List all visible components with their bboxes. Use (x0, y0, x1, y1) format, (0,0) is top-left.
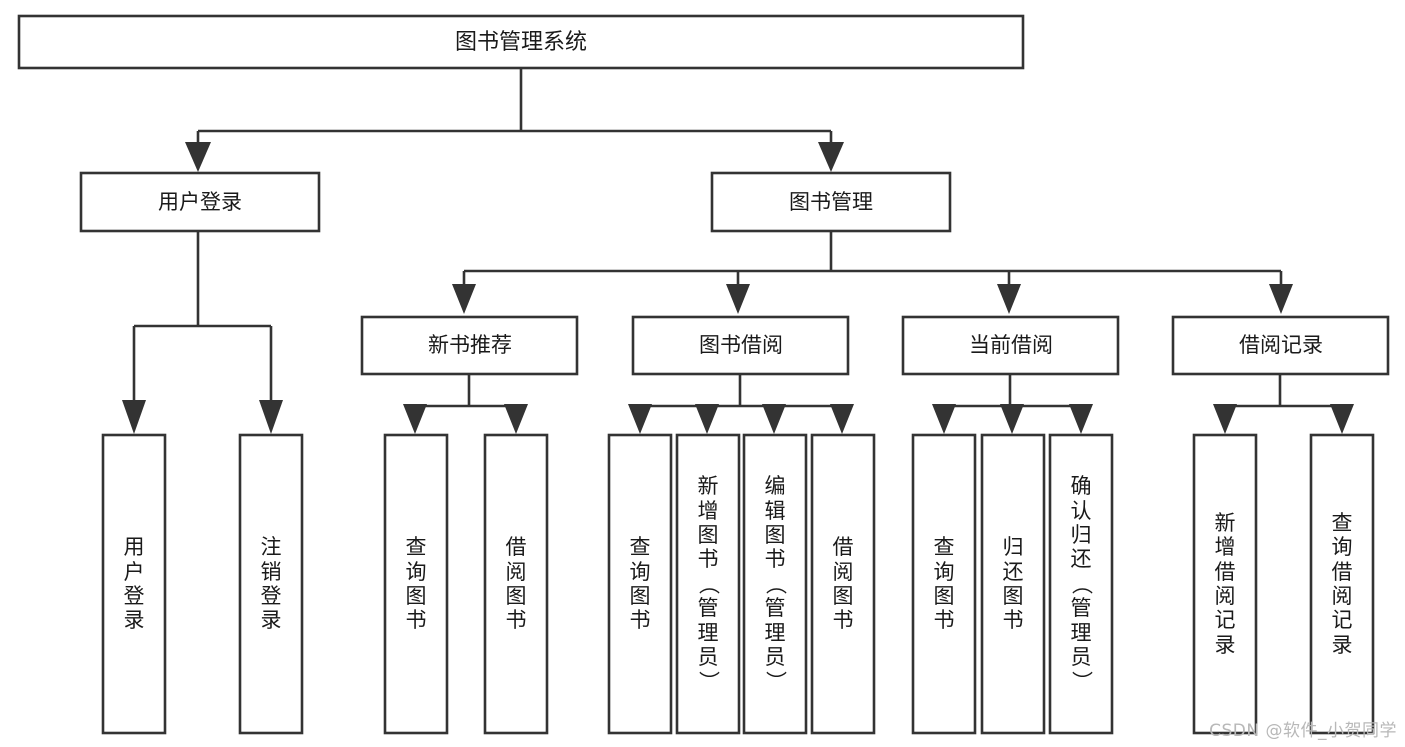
arrowhead-leaf-add-record (1213, 404, 1237, 434)
arrowhead-current-borrow (997, 284, 1021, 314)
arrowhead-leaf-logout (259, 400, 283, 434)
node-new-book-recommend-label: 新书推荐 (428, 333, 512, 357)
arrowhead-leaf-query-book-2 (628, 404, 652, 434)
arrowhead-leaf-query-book-1 (403, 404, 427, 434)
arrowhead-new-book-recommend (452, 284, 476, 314)
node-borrow-record[interactable]: 借阅记录 (1171, 315, 1390, 376)
node-leaf-confirm-return-box[interactable] (1048, 433, 1114, 735)
watermark-text: CSDN @软件_小贺同学 (1209, 721, 1397, 741)
arrowhead-leaf-edit-book (762, 404, 786, 434)
node-borrow-record-box[interactable] (1171, 315, 1390, 376)
node-book-borrow-label: 图书借阅 (699, 333, 783, 357)
node-root-label: 图书管理系统 (455, 30, 587, 55)
node-leaf-add-book-box[interactable] (675, 433, 741, 735)
node-leaf-user-login-box[interactable] (101, 433, 167, 735)
node-book-manage-box[interactable] (710, 171, 952, 233)
node-leaf-query-record-box[interactable] (1309, 433, 1375, 735)
arrowhead-book-borrow (726, 284, 750, 314)
node-book-manage-label: 图书管理 (789, 190, 873, 214)
arrowhead-user-login (185, 142, 211, 172)
node-leaf-query-book-1-box[interactable] (383, 433, 449, 735)
node-leaf-edit-book-box[interactable] (742, 433, 808, 735)
node-leaf-borrow-book-1-box[interactable] (483, 433, 549, 735)
arrowhead-leaf-confirm-return (1069, 404, 1093, 434)
arrowhead-leaf-query-book-3 (932, 404, 956, 434)
node-leaf-query-book-3-box[interactable] (911, 433, 977, 735)
arrowhead-leaf-user-login (122, 400, 146, 434)
connector-layer (122, 68, 1354, 434)
arrowhead-leaf-return-book (1000, 404, 1024, 434)
node-borrow-record-label: 借阅记录 (1239, 333, 1323, 357)
node-current-borrow-label: 当前借阅 (969, 333, 1053, 357)
arrowhead-leaf-borrow-book-1 (504, 404, 528, 434)
arrowhead-book-manage (818, 142, 844, 172)
node-leaf-query-book-2-box[interactable] (607, 433, 673, 735)
node-book-borrow-box[interactable] (631, 315, 850, 376)
arrowhead-leaf-query-record (1330, 404, 1354, 434)
node-current-borrow[interactable]: 当前借阅 (901, 315, 1120, 376)
node-user-login-label: 用户登录 (158, 190, 242, 214)
node-user-login-box[interactable] (79, 171, 321, 233)
node-root-box[interactable] (17, 14, 1025, 70)
node-book-borrow[interactable]: 图书借阅 (631, 315, 850, 376)
node-leaf-add-record-box[interactable] (1192, 433, 1258, 735)
node-leaf-return-book-box[interactable] (980, 433, 1046, 735)
arrowhead-leaf-add-book (695, 404, 719, 434)
node-book-manage[interactable]: 图书管理 (710, 171, 952, 233)
node-new-book-recommend-box[interactable] (360, 315, 579, 376)
node-leaf-logout-box[interactable] (238, 433, 304, 735)
node-new-book-recommend[interactable]: 新书推荐 (360, 315, 579, 376)
node-root[interactable]: 图书管理系统 (17, 14, 1025, 70)
node-current-borrow-box[interactable] (901, 315, 1120, 376)
node-leaf-borrow-book-2-box[interactable] (810, 433, 876, 735)
arrowhead-leaf-borrow-book-2 (830, 404, 854, 434)
node-user-login[interactable]: 用户登录 (79, 171, 321, 233)
arrowhead-borrow-record (1269, 284, 1293, 314)
